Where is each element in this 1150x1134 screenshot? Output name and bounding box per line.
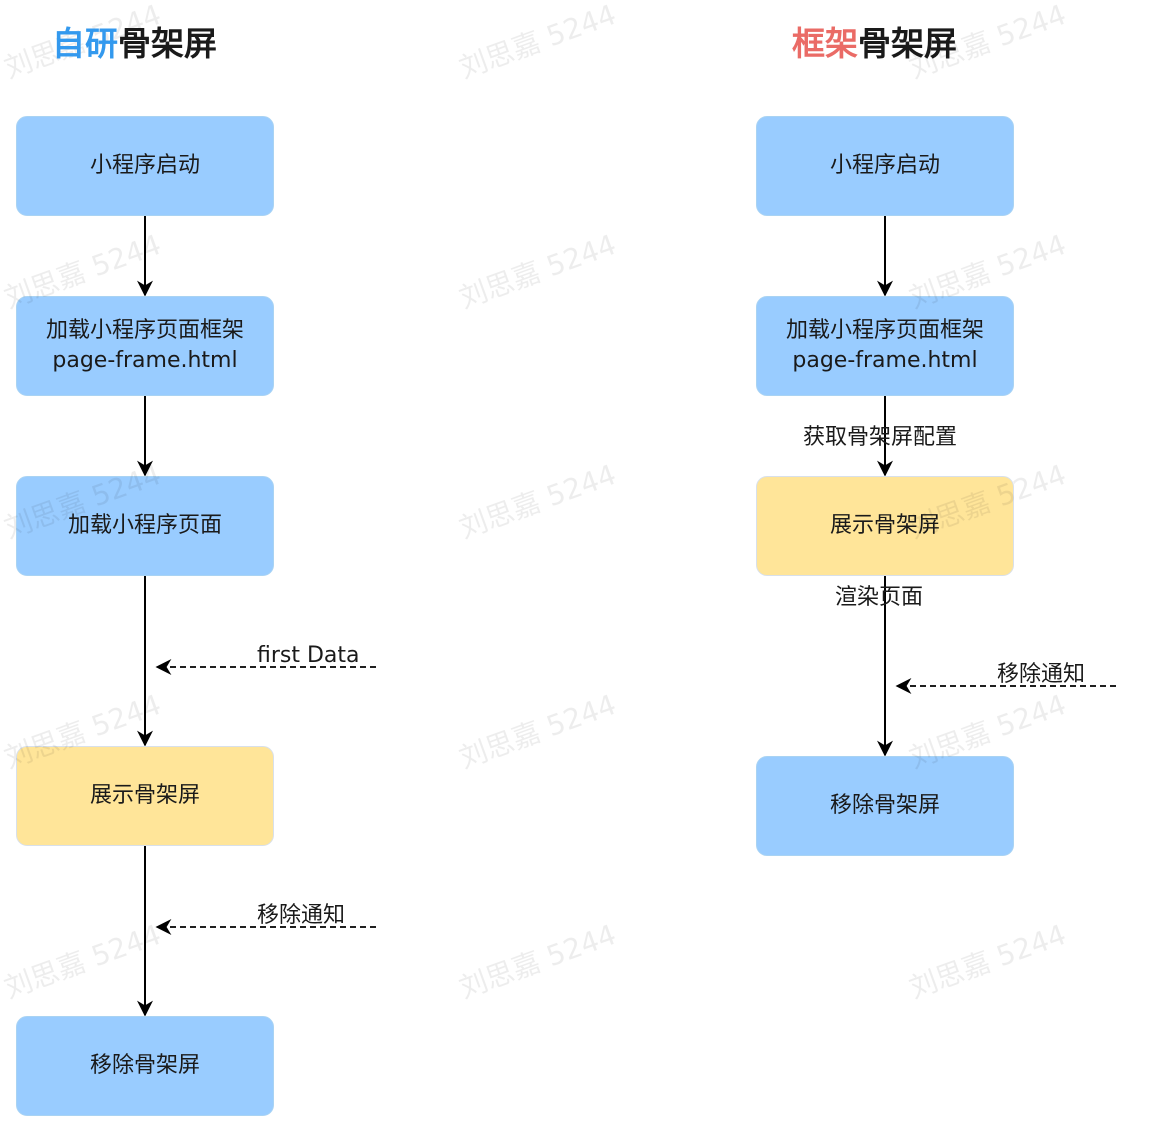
node-label: 展示骨架屏 xyxy=(829,513,940,538)
left-title-rest: 骨架屏 xyxy=(118,24,217,63)
right-node-remove-skeleton: 移除骨架屏 xyxy=(756,756,1014,856)
right-title-accent: 框架 xyxy=(792,24,858,63)
node-label: 加载小程序页面框架 xyxy=(785,318,984,343)
left-title: 自研骨架屏 xyxy=(52,22,217,66)
left-node-remove-skeleton: 移除骨架屏 xyxy=(16,1016,274,1116)
left-signal-first-data-label: first Data xyxy=(257,643,360,668)
right-title: 框架骨架屏 xyxy=(792,22,957,66)
left-title-accent: 自研 xyxy=(52,24,118,63)
node-label: 小程序启动 xyxy=(829,153,940,178)
left-node-load-page: 加载小程序页面 xyxy=(16,476,274,576)
right-signal-remove-label: 移除通知 xyxy=(997,662,1086,687)
left-node-load-frame: 加载小程序页面框架 page-frame.html xyxy=(16,296,274,396)
node-label: 加载小程序页面框架 xyxy=(45,318,244,343)
left-signal-remove-label: 移除通知 xyxy=(257,903,346,928)
node-label: 移除骨架屏 xyxy=(829,793,940,818)
node-label: 加载小程序页面 xyxy=(67,513,222,538)
node-label: 小程序启动 xyxy=(89,153,200,178)
right-title-rest: 骨架屏 xyxy=(858,24,957,63)
left-node-start: 小程序启动 xyxy=(16,116,274,216)
node-label: 移除骨架屏 xyxy=(89,1053,200,1078)
right-node-show-skeleton: 展示骨架屏 xyxy=(756,476,1014,576)
node-label: 展示骨架屏 xyxy=(89,783,200,808)
right-edge-label-render-page: 渲染页面 xyxy=(835,585,924,610)
right-node-load-frame: 加载小程序页面框架 page-frame.html xyxy=(756,296,1014,396)
right-edge-label-get-config: 获取骨架屏配置 xyxy=(803,425,958,450)
node-sublabel: page-frame.html xyxy=(52,348,238,373)
right-node-start: 小程序启动 xyxy=(756,116,1014,216)
left-node-show-skeleton: 展示骨架屏 xyxy=(16,746,274,846)
node-sublabel: page-frame.html xyxy=(792,348,978,373)
